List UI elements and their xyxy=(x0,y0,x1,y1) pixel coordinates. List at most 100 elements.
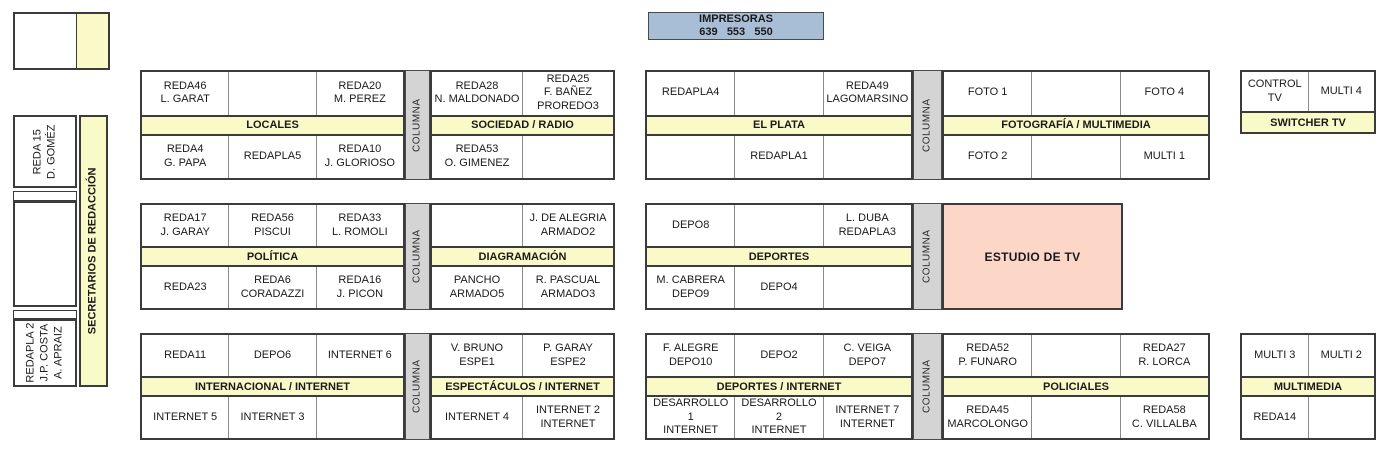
desk-cell: REDA23 xyxy=(163,280,207,293)
columna-label: COLUMNA xyxy=(411,229,423,284)
desk-cell xyxy=(228,72,315,115)
group-diagramacion: J. DE ALEGRIA ARMADO2 DIAGRAMACIÓN PANCH… xyxy=(430,203,615,310)
desk-cell: J. DE ALEGRIA ARMADO2 xyxy=(522,205,613,246)
desk-cell: MULTI 2 xyxy=(1307,335,1375,376)
desk-cell: MULTI 4 xyxy=(1307,72,1375,111)
corner-desk-yellow xyxy=(77,14,108,68)
desk-cell xyxy=(1031,335,1119,376)
columna-pillar: COLUMNA xyxy=(405,203,430,310)
section-banner-switcher: SWITCHER TV xyxy=(1242,111,1374,132)
section-banner-espectaculos: ESPECTÁCULOS / INTERNET xyxy=(432,376,613,397)
group-deportes: DEPO8 L. DUBA REDAPLA3 DEPORTES M. CABRE… xyxy=(645,203,913,310)
desk-cell: INTERNET 5 xyxy=(153,410,218,423)
group-switcher-tv: CONTROL TV MULTI 4 SWITCHER TV xyxy=(1240,70,1376,134)
desk-cell: C. VEIGA DEPO7 xyxy=(822,335,911,376)
desk-cell: REDA58 C. VILLALBA xyxy=(1119,397,1208,438)
desk-cell: DEPO2 xyxy=(734,335,822,376)
desk-row: J. DE ALEGRIA ARMADO2 xyxy=(432,205,613,246)
desk-cell: REDA10 J. GLORIOSO xyxy=(315,135,403,178)
corner-desk-box xyxy=(13,12,110,70)
desk-cell: REDA53 O. GIMENEZ xyxy=(444,143,510,169)
group-internacional-internet: REDA11 DEPO6 INTERNET 6 INTERNACIONAL / … xyxy=(140,333,405,440)
desk-row: M. CABRERA DEPO9 DEPO4 xyxy=(647,267,911,308)
printers-title: IMPRESORAS xyxy=(699,12,773,25)
columna-label: COLUMNA xyxy=(921,359,933,414)
left-spacer-strip xyxy=(13,191,77,201)
desk-label: REDA 15 D. GOMÉZ xyxy=(31,124,57,179)
desk-row: REDA17 J. GARAY REDA56 PISCUI REDA33 L. … xyxy=(142,205,403,246)
columna-label: COLUMNA xyxy=(921,229,933,284)
section-banner-deportes: DEPORTES xyxy=(647,246,911,267)
desk-cell: INTERNET 4 xyxy=(445,410,509,423)
desk-cell xyxy=(822,135,911,178)
printers-numbers: 639 553 550 xyxy=(699,26,773,38)
desk-row: PANCHO ARMADO5 R. PASCUAL ARMADO3 xyxy=(432,267,613,308)
desk-cell: REDA56 PISCUI xyxy=(228,205,315,246)
desk-cell: DEPO6 xyxy=(228,335,315,376)
columna-label: COLUMNA xyxy=(411,98,423,152)
desk-cell xyxy=(1031,135,1119,178)
desk-cell: FOTO 4 xyxy=(1119,72,1208,115)
left-spacer-strip xyxy=(13,310,77,319)
desk-cell: REDA27 R. LORCA xyxy=(1119,335,1208,376)
desk-cell: DEPO4 xyxy=(734,267,822,308)
desk-cell: REDA16 J. PICON xyxy=(315,267,403,308)
group-deportes-internet: F. ALEGRE DEPO10 DEPO2 C. VEIGA DEPO7 DE… xyxy=(645,333,913,440)
desk-cell: INTERNET 2 INTERNET xyxy=(522,397,613,438)
desk-cell xyxy=(522,135,613,178)
section-banner-policiales: POLICIALES xyxy=(944,376,1208,397)
desk-row: REDAPLA1 xyxy=(647,135,911,179)
desk-row: FOTO 1 FOTO 4 xyxy=(944,72,1208,115)
desk-cell: DESARROLLO 1 INTERNET xyxy=(653,396,729,437)
desk-cell: V. BRUNO ESPE1 xyxy=(450,341,504,368)
desk-cell: REDA28 N. MALDONADO xyxy=(434,79,520,106)
desk-row: INTERNET 4 INTERNET 2 INTERNET xyxy=(432,397,613,438)
section-banner-politica: POLÍTICA xyxy=(142,246,403,267)
desk-cell: DEPO8 xyxy=(672,218,710,231)
desk-row: DESARROLLO 1 INTERNET DESARROLLO 2 INTER… xyxy=(647,397,911,438)
desk-cell: L. DUBA REDAPLA3 xyxy=(822,205,911,246)
desk-cell: REDA52 P. FUNARO xyxy=(958,341,1017,368)
desk-cell: REDA6 CORADAZZI xyxy=(228,267,315,308)
group-sociedad-radio: REDA28 N. MALDONADO REDA25 F. BAÑEZ PROR… xyxy=(430,70,615,180)
section-banner-deportes-internet: DEPORTES / INTERNET xyxy=(647,376,911,397)
desk-cell: REDA17 J. GARAY xyxy=(160,211,210,238)
desk-cell xyxy=(1307,397,1375,438)
desk-cell: INTERNET 7 INTERNET xyxy=(822,397,911,438)
desk-cell: M. CABRERA DEPO9 xyxy=(656,273,725,300)
secretarios-label: SECRETARIOS DE REDACCIÓN xyxy=(86,167,99,335)
desk-cell: FOTO 2 xyxy=(967,149,1008,162)
section-banner-diagramacion: DIAGRAMACIÓN xyxy=(432,246,613,267)
columna-pillar: COLUMNA xyxy=(913,70,942,180)
group-locales: REDA46 L. GARAT REDA20 M. PEREZ LOCALES … xyxy=(140,70,405,180)
desk-cell xyxy=(647,136,734,179)
desk-cell: REDAPLA5 xyxy=(228,135,315,178)
section-banner-sociedad: SOCIEDAD / RADIO xyxy=(432,114,613,136)
desk-row: REDA23 REDA6 CORADAZZI REDA16 J. PICON xyxy=(142,267,403,308)
section-banner-elplata: EL PLATA xyxy=(647,114,911,136)
desk-label: REDAPLA 2 J.P. COSTA A. APRAIZ xyxy=(24,323,64,383)
corner-desk-white xyxy=(15,14,78,68)
desk-cell: REDAPLA4 xyxy=(661,86,720,99)
group-multimedia: MULTI 3 MULTI 2 MULTIMEDIA REDA14 xyxy=(1240,333,1376,440)
tv-studio-area: ESTUDIO DE TV xyxy=(942,203,1123,310)
group-elplata: REDAPLA4 REDA49 LAGOMARSINO EL PLATA RED… xyxy=(645,70,913,180)
columna-pillar: COLUMNA xyxy=(405,333,430,440)
group-policiales: REDA52 P. FUNARO REDA27 R. LORCA POLICIA… xyxy=(942,333,1210,440)
desk-row: DEPO8 L. DUBA REDAPLA3 xyxy=(647,205,911,246)
desk-cell: REDA46 L. GARAT xyxy=(160,79,210,106)
desk-cell: REDA20 M. PEREZ xyxy=(315,72,403,115)
desk-cell: INTERNET 3 xyxy=(228,397,315,438)
desk-cell: CONTROL TV xyxy=(1247,77,1302,104)
desk-cell: P. GARAY ESPE2 xyxy=(522,335,613,376)
desk-row: REDA52 P. FUNARO REDA27 R. LORCA xyxy=(944,335,1208,376)
desk-row: INTERNET 5 INTERNET 3 xyxy=(142,397,403,438)
desk-cell: REDA49 LAGOMARSINO xyxy=(822,72,911,115)
desk-redapla2: REDAPLA 2 J.P. COSTA A. APRAIZ xyxy=(13,319,77,387)
desk-row: REDAPLA4 REDA49 LAGOMARSINO xyxy=(647,72,911,115)
columna-label: COLUMNA xyxy=(921,98,933,152)
desk-row: REDA46 L. GARAT REDA20 M. PEREZ xyxy=(142,72,403,115)
desk-row: F. ALEGRE DEPO10 DEPO2 C. VEIGA DEPO7 xyxy=(647,335,911,376)
section-banner-locales: LOCALES xyxy=(142,114,403,136)
